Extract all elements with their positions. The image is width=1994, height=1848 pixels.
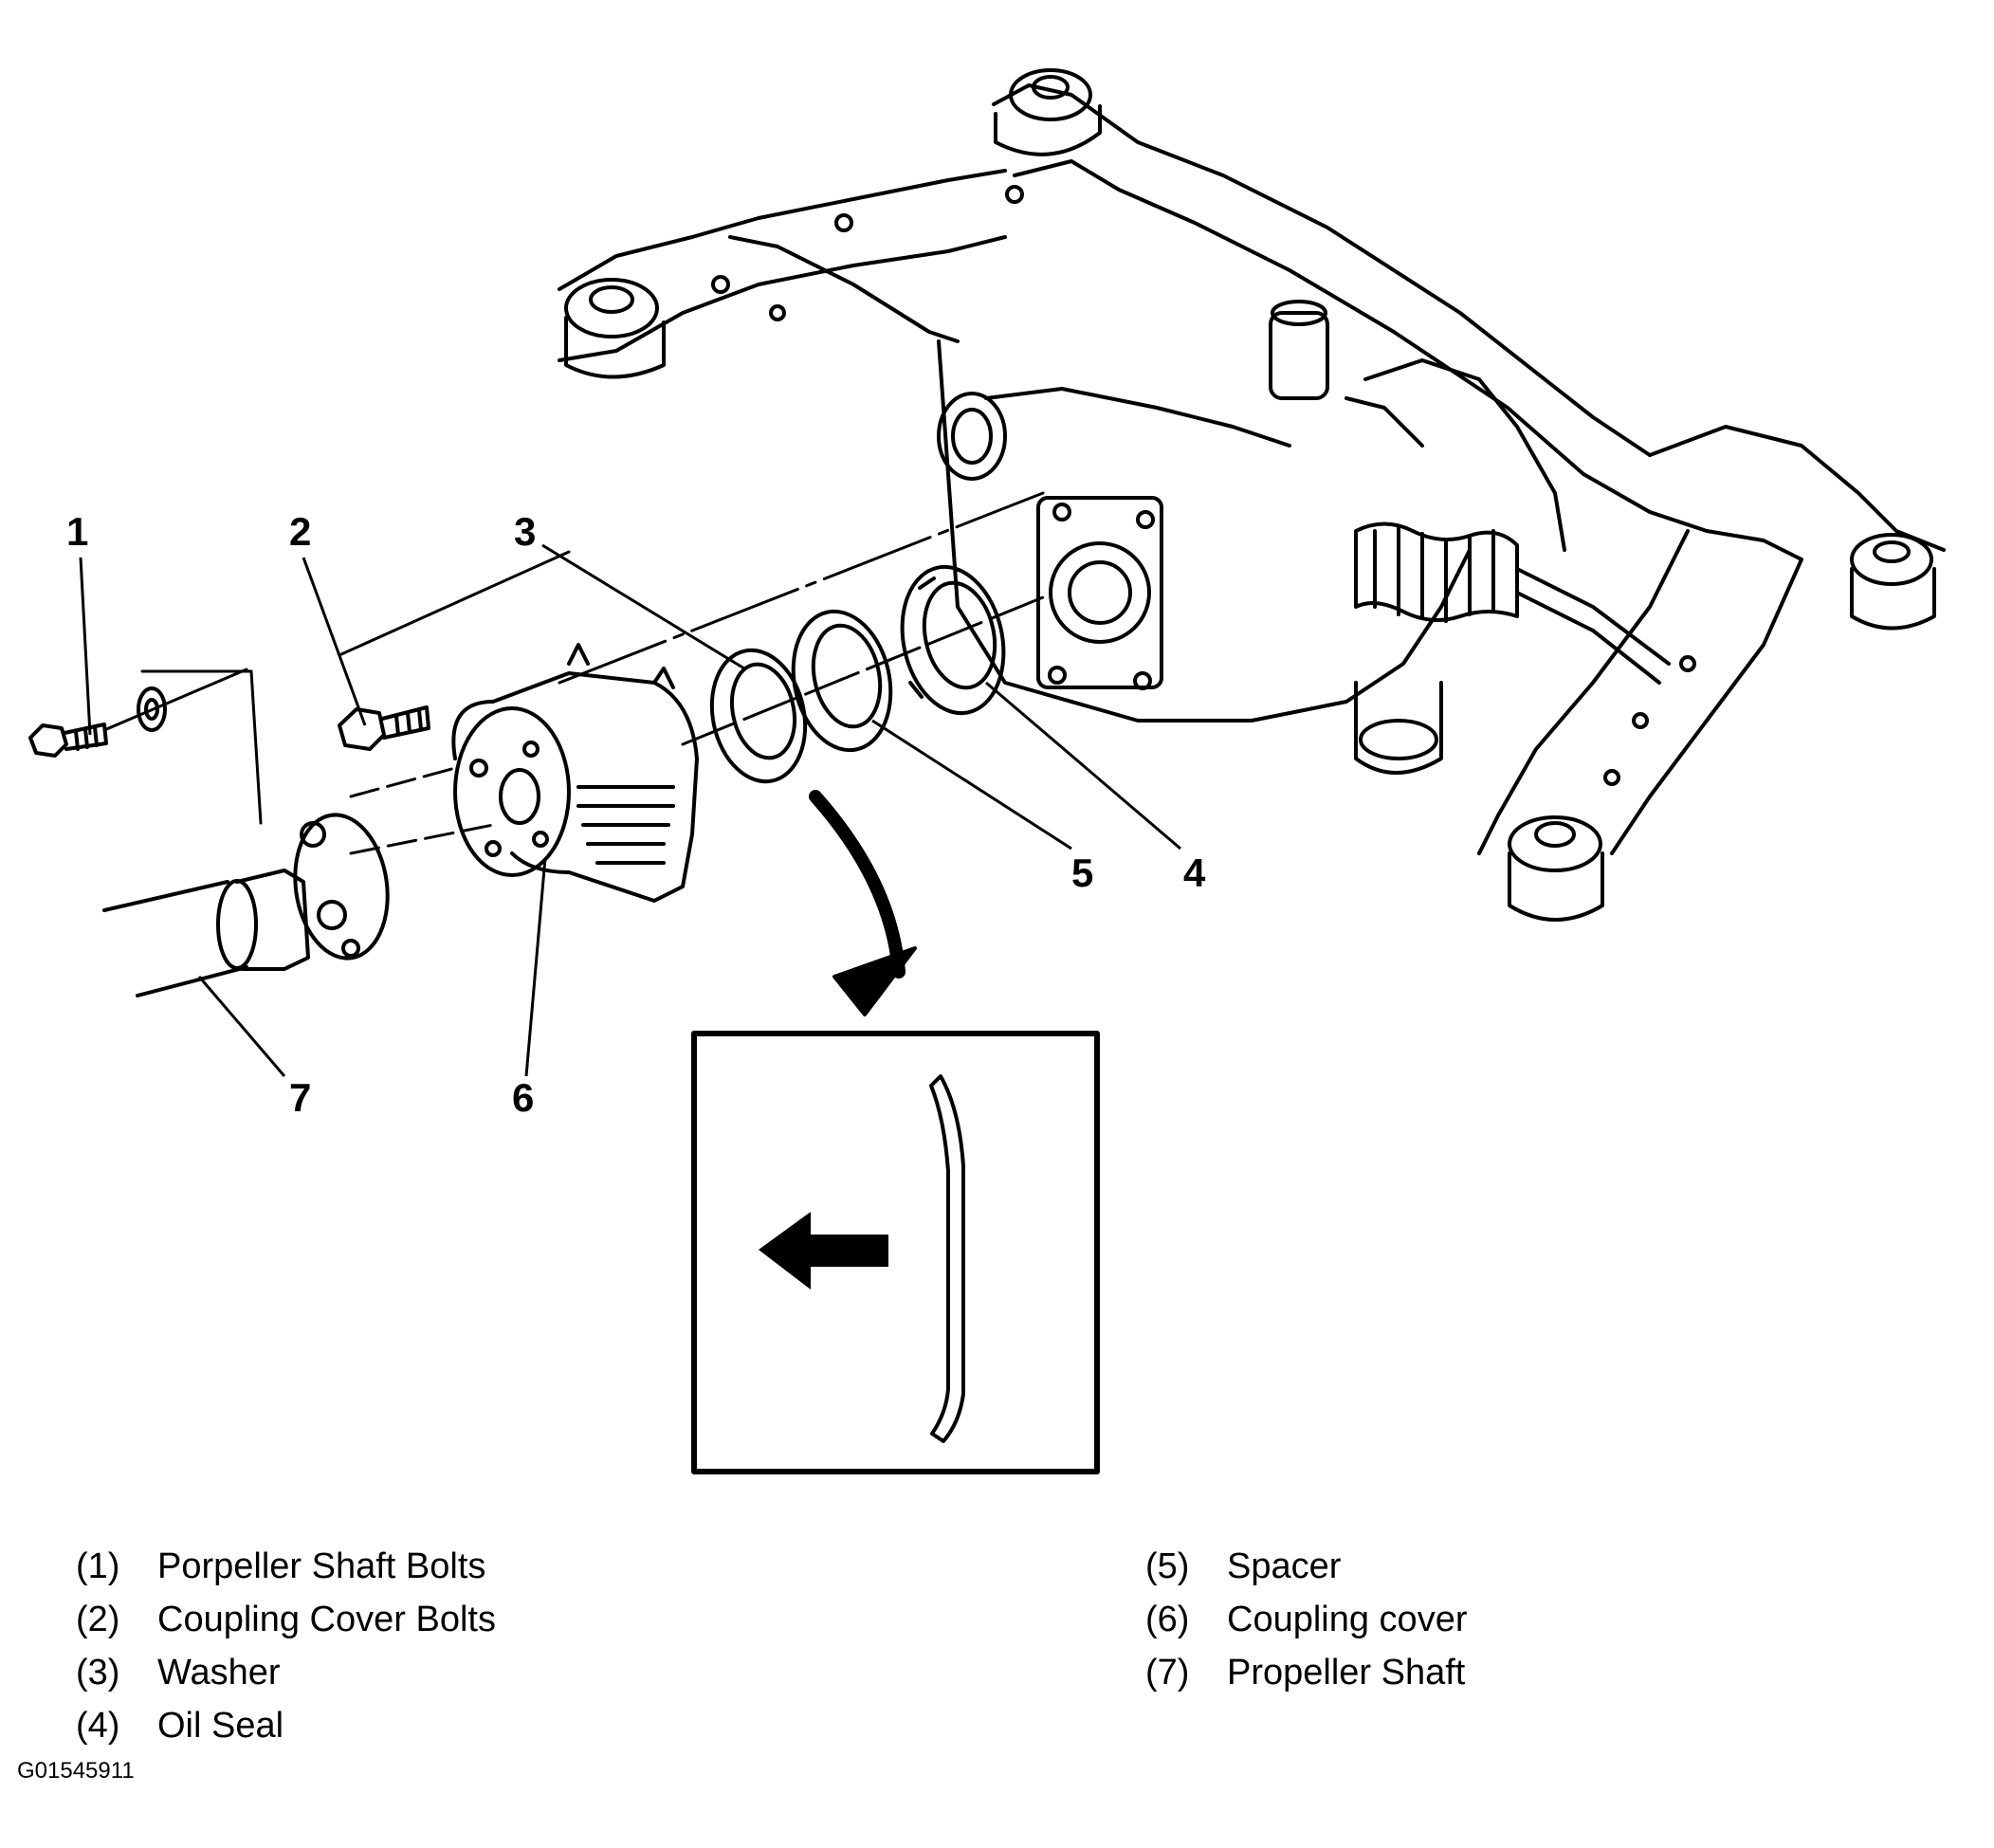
- legend-right: (5) Spacer (6) Coupling cover (7) Propel…: [1145, 1540, 1467, 1699]
- callout-6: 6: [512, 1075, 534, 1120]
- oil-seal: [900, 564, 1006, 716]
- legend-label: Washer: [157, 1653, 281, 1692]
- legend-label: Porpeller Shaft Bolts: [157, 1546, 486, 1586]
- curved-arrow-head-icon: [832, 946, 917, 1016]
- callout-4: 4: [1183, 851, 1206, 895]
- callout-3: 3: [514, 509, 536, 554]
- figure-id: G01545911: [17, 1758, 135, 1784]
- callout-1: 1: [66, 509, 88, 554]
- detail-inset: [691, 1031, 1100, 1474]
- legend-item: (1) Porpeller Shaft Bolts: [76, 1540, 496, 1593]
- legend-item: (7) Propeller Shaft: [1145, 1646, 1467, 1699]
- callout-5: 5: [1071, 851, 1093, 895]
- legend-item: (2) Coupling Cover Bolts: [76, 1593, 496, 1646]
- washer: [709, 648, 808, 784]
- legend-left: (1) Porpeller Shaft Bolts (2) Coupling C…: [76, 1540, 496, 1752]
- coupling-cover-bolt: [338, 705, 430, 751]
- legend-label: Coupling Cover Bolts: [157, 1600, 496, 1639]
- legend-label: Oil Seal: [157, 1706, 284, 1746]
- legend-label: Spacer: [1227, 1546, 1342, 1586]
- callout-2: 2: [289, 509, 311, 554]
- callout-leaders: [79, 543, 1181, 1077]
- legend-number: (5): [1145, 1546, 1190, 1586]
- spacer: [791, 609, 893, 753]
- legend-number: (3): [76, 1653, 120, 1692]
- legend-number: (7): [1145, 1653, 1190, 1692]
- curved-arrow-icon: [809, 790, 906, 979]
- legend-label: Coupling cover: [1227, 1600, 1468, 1639]
- propeller-shaft: [102, 813, 390, 997]
- legend-item: (4) Oil Seal: [76, 1699, 496, 1752]
- legend-item: (6) Coupling cover: [1145, 1593, 1467, 1646]
- rear-subframe: [558, 68, 1946, 922]
- legend-number: (2): [76, 1600, 120, 1639]
- legend-item: (3) Washer: [76, 1646, 496, 1699]
- legend-number: (1): [76, 1546, 120, 1586]
- alignment-lines: [102, 491, 1045, 855]
- legend-label: Propeller Shaft: [1227, 1653, 1466, 1692]
- left-arrow-icon: [759, 1212, 888, 1290]
- coupling-cover: [451, 643, 699, 903]
- legend-item: (5) Spacer: [1145, 1540, 1467, 1593]
- legend-number: (6): [1145, 1600, 1190, 1639]
- legend-number: (4): [76, 1706, 120, 1746]
- callout-7: 7: [289, 1075, 311, 1120]
- propeller-shaft-bolt: [28, 686, 167, 758]
